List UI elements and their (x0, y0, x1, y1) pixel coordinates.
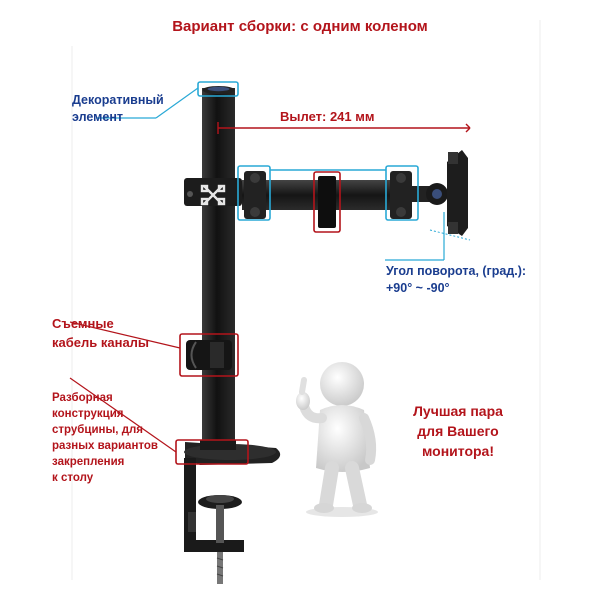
cable-channel-label: Съемные кабель каналы (52, 316, 150, 350)
decorative-element-label: Декоративный элемент (72, 93, 164, 124)
rotation-angle-label: Угол поворота, (град.): +90° ~ -90° (386, 264, 527, 295)
highlight-boxes (197, 81, 419, 221)
desk-clamp (184, 458, 244, 584)
logo-mark-icon (200, 184, 226, 206)
reach-label: Вылет: 241 мм (280, 109, 375, 124)
callout-lines (69, 87, 471, 453)
thumbs-up-figure (296, 362, 378, 517)
cable-holder (186, 340, 232, 370)
slogan-text: Лучшая пара для Вашего монитора! (413, 403, 503, 459)
pole (202, 86, 235, 446)
base-plate (184, 440, 281, 465)
clamp-label: Разборная конструкция струбцины, для раз… (52, 392, 158, 484)
page-title: Вариант сборки: с одним коленом (172, 18, 428, 35)
